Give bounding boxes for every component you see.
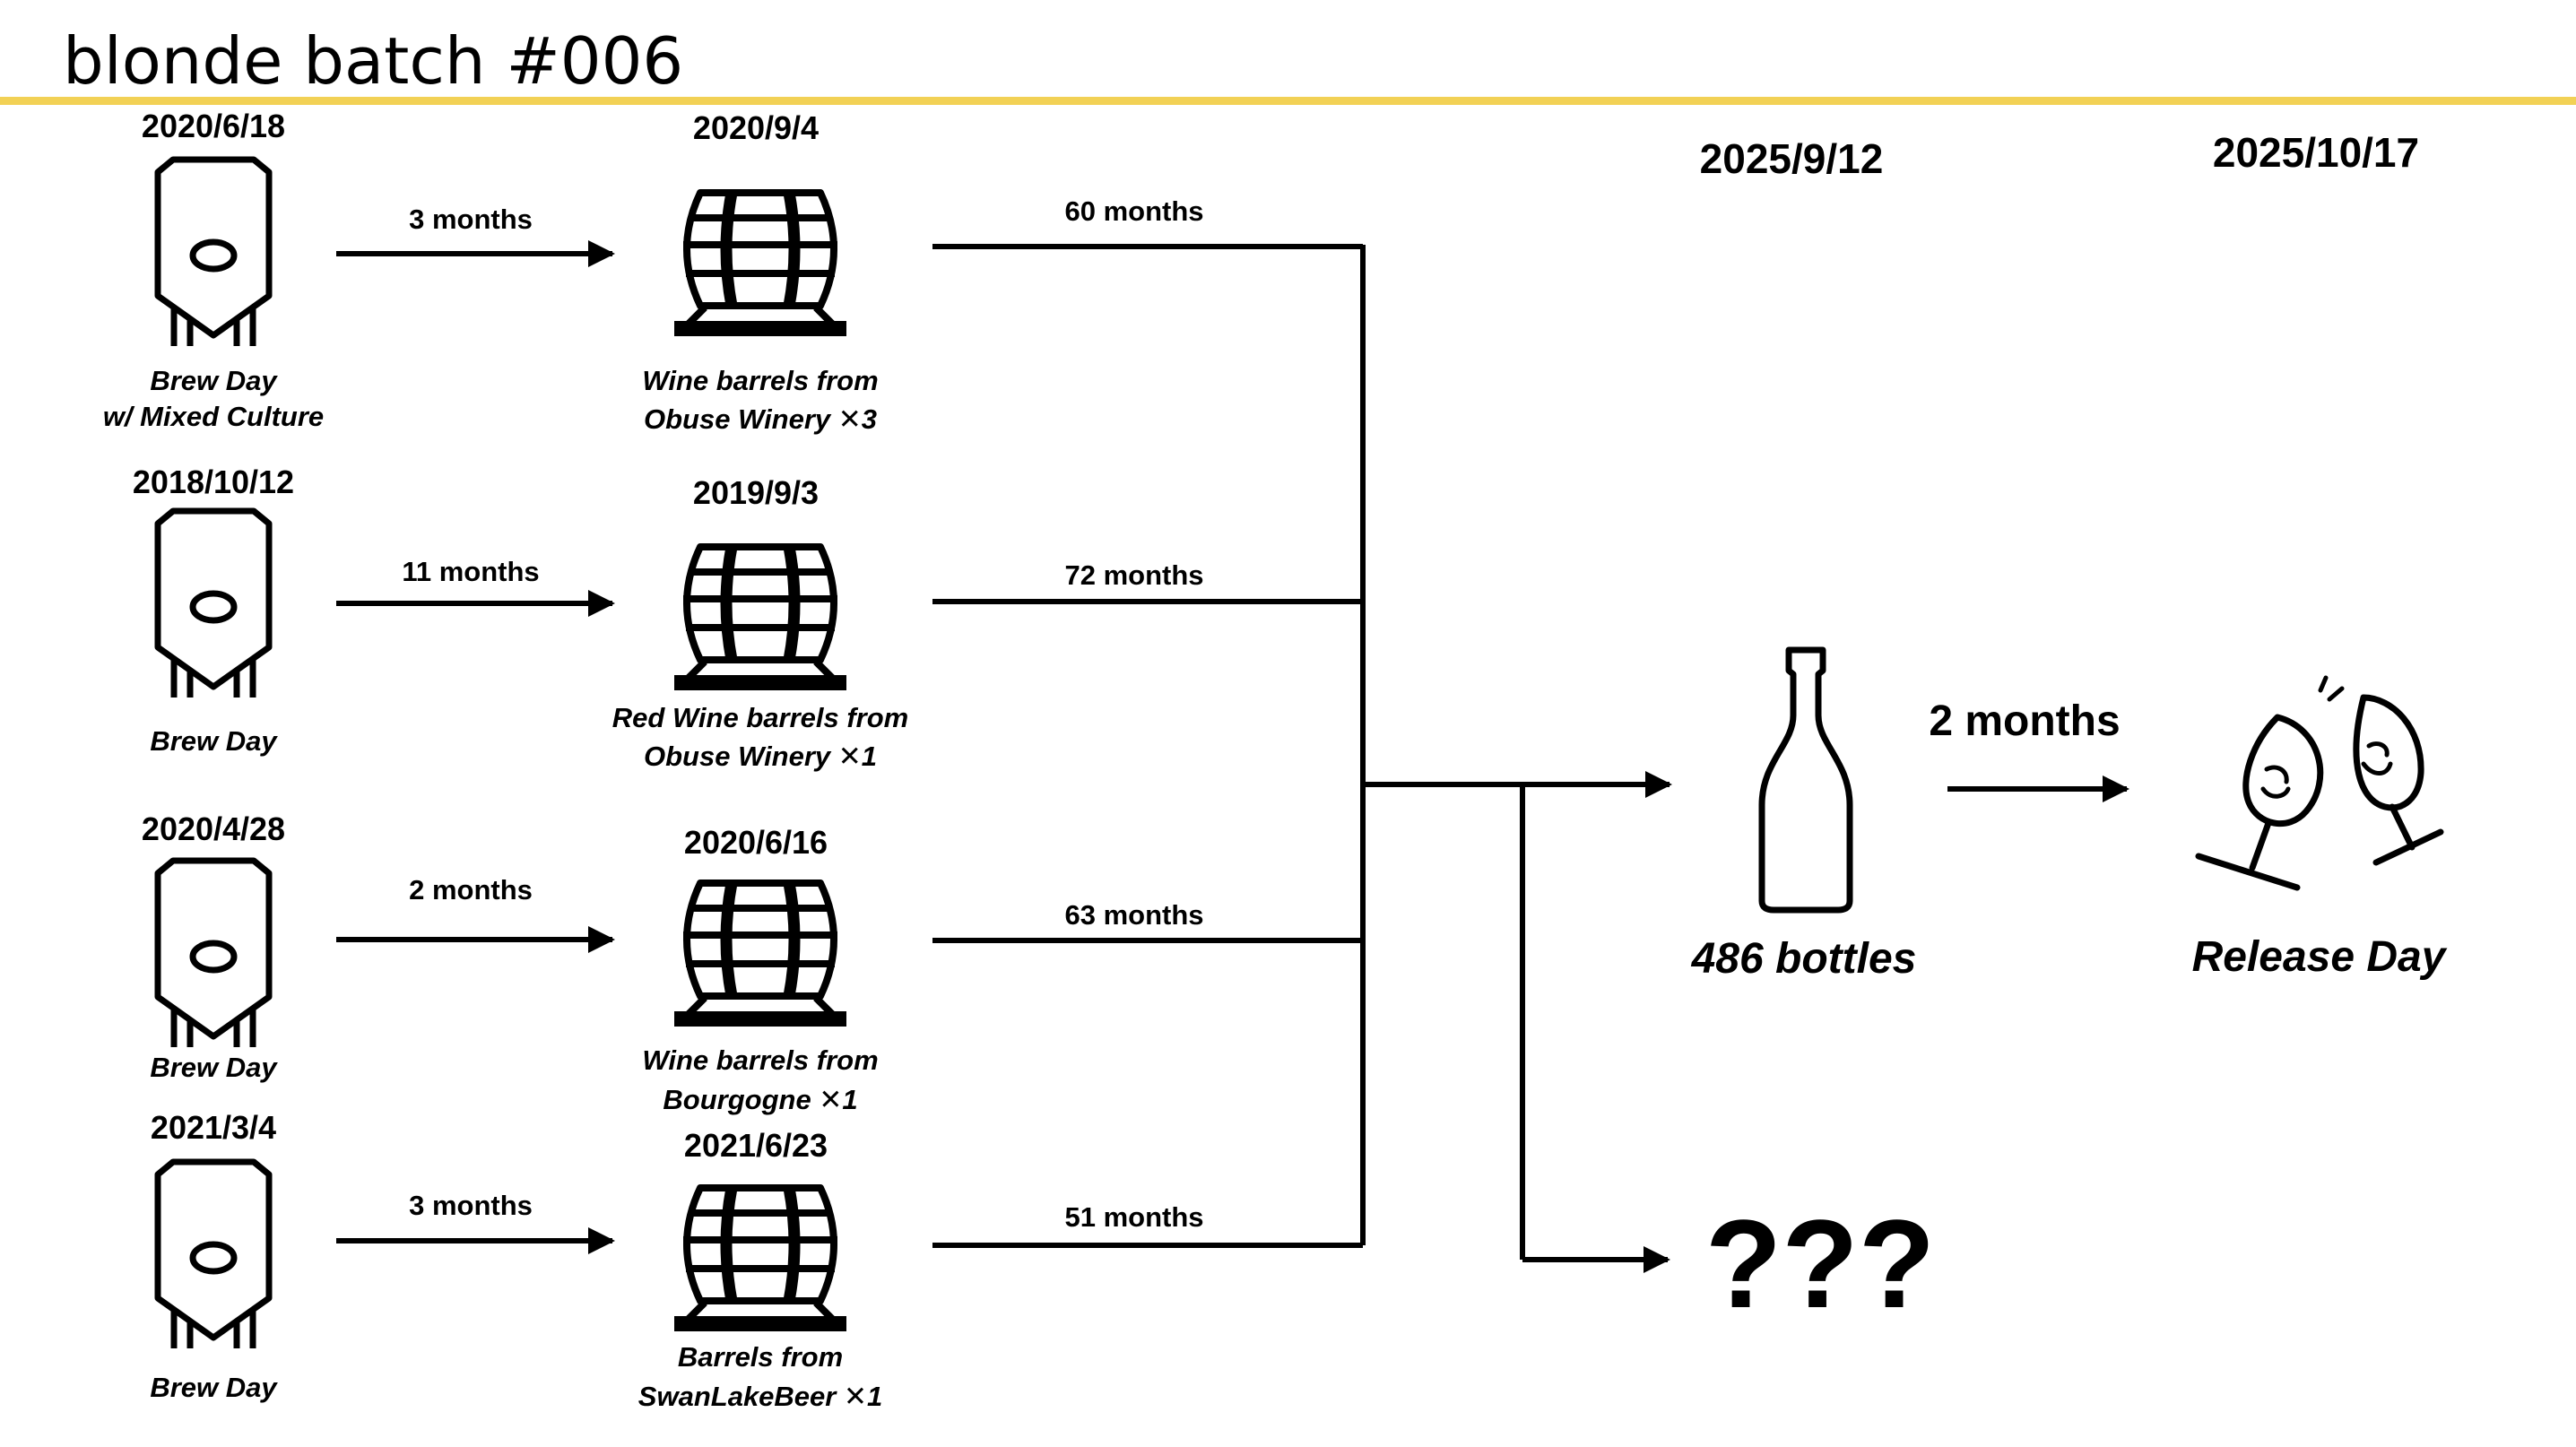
aging-duration: 60 months bbox=[1064, 195, 1203, 227]
tank-duration: 2 months bbox=[409, 874, 533, 905]
brew-date: 2020/4/28 bbox=[142, 810, 285, 847]
barrel-source-label: Obuse Winery ✕1 bbox=[644, 741, 877, 772]
wine-barrel-icon bbox=[674, 547, 846, 690]
page-title: blonde batch #006 bbox=[63, 23, 683, 99]
barrel-source-label: Red Wine barrels from bbox=[612, 702, 908, 733]
fermentation-tank-icon bbox=[158, 511, 269, 698]
bottling-date: 2025/9/12 bbox=[1700, 135, 1884, 182]
wine-barrel-icon bbox=[674, 1188, 846, 1331]
barrel-date: 2019/9/3 bbox=[693, 474, 819, 511]
tank-duration: 11 months bbox=[402, 556, 539, 587]
unknown-outcome-label: ??? bbox=[1705, 1193, 1936, 1334]
release-date: 2025/10/17 bbox=[2213, 129, 2419, 176]
brew-day-label: Brew Day bbox=[150, 1052, 278, 1083]
brew-date: 2020/6/18 bbox=[142, 108, 285, 144]
aging-duration: 72 months bbox=[1064, 559, 1203, 591]
brew-date: 2018/10/12 bbox=[133, 464, 294, 500]
aging-duration: 51 months bbox=[1064, 1201, 1203, 1233]
toasting-glasses-icon bbox=[2195, 675, 2444, 891]
wine-barrel-icon bbox=[674, 193, 846, 336]
bottle-icon bbox=[1758, 646, 1853, 914]
wine-barrel-icon bbox=[674, 883, 846, 1027]
tank-duration: 3 months bbox=[409, 1190, 533, 1221]
tank-duration: 3 months bbox=[409, 204, 533, 235]
barrel-source-label: Bourgogne ✕1 bbox=[663, 1084, 857, 1115]
brew-day-label: Brew Day bbox=[150, 725, 278, 757]
fermentation-tank-icon bbox=[158, 160, 269, 346]
aging-duration: 63 months bbox=[1064, 899, 1203, 931]
release-day-label: Release Day bbox=[2192, 933, 2448, 981]
barrel-source-label: Obuse Winery ✕3 bbox=[644, 403, 877, 435]
barrel-date: 2020/6/16 bbox=[684, 824, 828, 861]
brew-date: 2021/3/4 bbox=[151, 1109, 276, 1146]
barrel-date: 2021/6/23 bbox=[684, 1127, 828, 1164]
bottle-count-label: 486 bottles bbox=[1691, 935, 1917, 983]
fermentation-tank-icon bbox=[158, 861, 269, 1047]
brew-day-label: Brew Day bbox=[150, 1372, 278, 1403]
barrel-source-label: Wine barrels from bbox=[642, 1044, 878, 1076]
barrel-source-label: SwanLakeBeer ✕1 bbox=[638, 1381, 882, 1412]
fermentation-tank-icon bbox=[158, 1162, 269, 1348]
release-wait-duration: 2 months bbox=[1929, 698, 2120, 745]
barrel-date: 2020/9/4 bbox=[693, 109, 819, 146]
brew-day-label: w/ Mixed Culture bbox=[103, 401, 324, 432]
barrel-source-label: Wine barrels from bbox=[642, 365, 878, 396]
brew-day-label: Brew Day bbox=[150, 365, 278, 396]
header-accent-rule bbox=[0, 97, 2576, 105]
barrel-source-label: Barrels from bbox=[678, 1341, 843, 1373]
